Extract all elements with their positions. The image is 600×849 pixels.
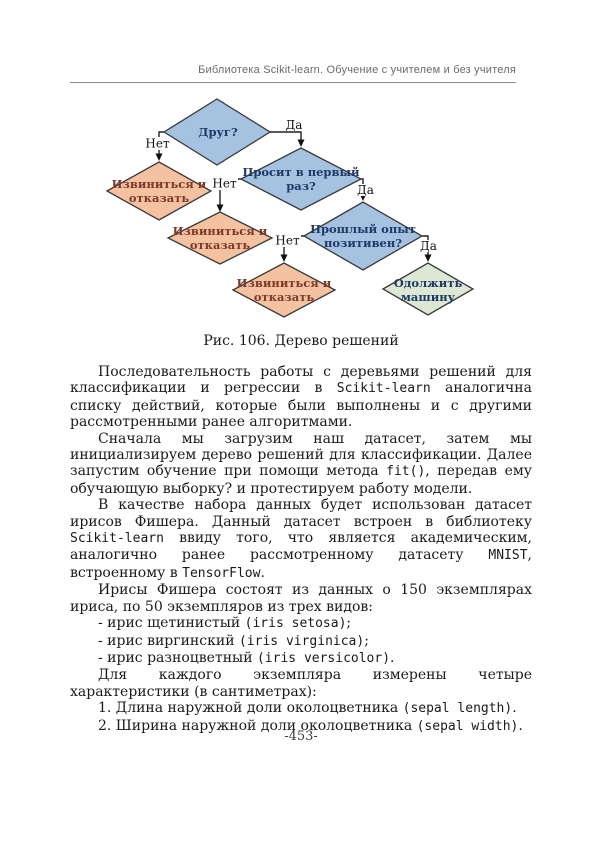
edge-label-bg (144, 137, 171, 150)
node-label: Извиниться и (112, 177, 207, 191)
node-label: отказать (190, 238, 250, 252)
edge-yes-1 (270, 131, 302, 140)
edge-label-bg (356, 184, 375, 196)
code-run: MNIST (488, 548, 528, 564)
outcome-node-lend-car (381, 262, 475, 316)
text-run: ; (346, 615, 352, 632)
text-run: В качестве набора данных будет использов… (70, 497, 532, 530)
list-item: - ирис разноцветный (iris versicolor). (70, 650, 532, 667)
list-item: 1. Длина наружной доли околоцветника (se… (70, 700, 532, 717)
paragraph: Последовательность работы с деревьями ре… (70, 364, 532, 431)
node-label: Просит в первый (242, 165, 360, 179)
code-run: (iris setosa) (244, 616, 347, 632)
code-run: Scikit-learn (70, 531, 164, 547)
text-run: ; (364, 632, 369, 649)
edge-label-bg (211, 177, 238, 190)
node-label: машину (401, 290, 456, 304)
node-label: позитивен? (324, 236, 402, 250)
arrowhead-icon (216, 204, 224, 212)
text-run: Ирисы Фишера состоят из данных о 150 экз… (70, 582, 532, 615)
running-header-title: Библиотека Scikit-learn. Обучение с учит… (198, 64, 516, 76)
edge-label-no: Нет (212, 177, 237, 191)
node-label: Извиниться и (237, 276, 332, 290)
node-label: отказать (254, 290, 314, 304)
text-run: 2. Ширина наружной доли околоцветника (98, 717, 417, 734)
edge-label-yes: Да (286, 118, 303, 132)
text-run: , передав ему обучающую выборку? и проте… (70, 463, 532, 497)
text-run: вви­ду того, что является академическим,… (70, 530, 532, 564)
text-run: аналогична списку дейст­вий, которые был… (70, 380, 532, 431)
decision-node-past-experience (302, 201, 424, 271)
code-run: (iris versicolor) (256, 650, 391, 666)
edge-label-yes: Да (420, 239, 437, 253)
node-label: раз? (286, 179, 316, 193)
node-label: отказать (129, 191, 189, 205)
outcome-node-apologize-3 (231, 262, 337, 318)
text-run: - ирис щетинистый (98, 615, 245, 632)
text-run: . (518, 717, 523, 734)
text-run: . (512, 700, 517, 717)
paragraph: Сначала мы загрузим наш датасет, затем м… (70, 431, 532, 498)
code-run: TensorFlow (182, 565, 261, 581)
text-run: Для каждого экземпляра измерены четыре х… (70, 667, 532, 700)
body-text: Последовательность работы с деревьями ре… (70, 364, 532, 735)
text-run: - ирис виргинский (98, 632, 239, 649)
text-run: , встроенному в (70, 547, 532, 581)
code-run: Scikit-learn (336, 381, 431, 397)
list-item: 2. Ширина наружной доли околоцветника (s… (70, 718, 532, 735)
edge-label-no: Нет (275, 234, 300, 248)
arrowhead-icon (280, 254, 288, 262)
outcome-node-apologize-1 (105, 161, 213, 221)
decision-tree-figure: Нет Да Нет Да Нет Да Друг? Извиниться и … (105, 98, 475, 318)
edge-label-bg (419, 240, 438, 252)
code-run: (iris virginica) (238, 633, 365, 649)
decision-node-first-time (239, 147, 363, 211)
paragraph: В качестве набора данных будет использов… (70, 497, 532, 582)
text-run: . (260, 564, 265, 581)
arrowhead-icon (155, 153, 163, 161)
page-number: -453- (284, 729, 318, 744)
edge-label-bg (274, 234, 301, 247)
code-run: (sepal length) (402, 701, 513, 717)
running-header: Библиотека Scikit-learn. Обучение с учит… (70, 64, 516, 76)
node-label: Друг? (198, 125, 238, 139)
paragraph: Ирисы Фишера состоят из данных о 150 экз… (70, 582, 532, 615)
text-run: 1. Длина наружной доли околоцветника (98, 700, 403, 717)
text-run: . (390, 649, 395, 666)
arrowhead-icon (297, 139, 305, 147)
paragraph: Для каждого экземпляра измерены четыре х… (70, 667, 532, 700)
text-run: - ирис разноцветный (98, 649, 257, 666)
header-rule (70, 82, 516, 83)
arrowhead-icon (424, 254, 432, 262)
edge-label-no: Нет (145, 137, 170, 151)
code-run: (sepal width) (416, 718, 519, 734)
text-run: Сначала мы загрузим наш датасет, затем м… (70, 430, 532, 480)
node-label: Извиниться и (173, 224, 268, 238)
list-item: - ирис виргинский (iris virginica); (70, 633, 532, 650)
figure-caption: Рис. 106. Дерево решений (203, 333, 399, 349)
decision-node-friend (162, 98, 272, 166)
list-item: - ирис щетинистый (iris setosa); (70, 615, 532, 632)
edge-label-yes: Да (357, 183, 374, 197)
node-label: Прошлый опыт (310, 222, 416, 236)
outcome-node-apologize-2 (166, 211, 274, 265)
code-run: fit() (386, 464, 426, 480)
node-label: Одолжить (394, 276, 463, 290)
text-run: Последовательность работы с деревьями ре… (70, 364, 532, 397)
